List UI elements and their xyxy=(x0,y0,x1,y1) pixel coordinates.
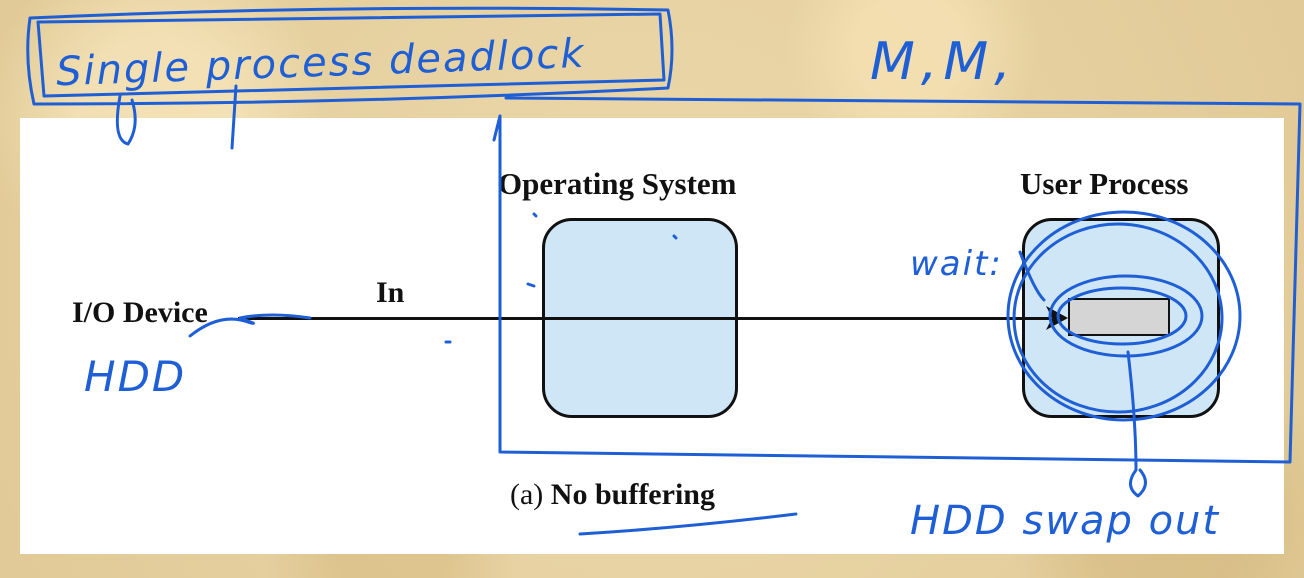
hdd-swap-out-note: HDD swap out xyxy=(910,498,1221,544)
flow-in-label: In xyxy=(376,276,405,309)
figure-caption: (a) No buffering xyxy=(510,478,715,512)
user-buffer-slot xyxy=(1068,298,1170,336)
caption-text: No buffering xyxy=(550,478,715,511)
hdd-note: HDD xyxy=(84,352,187,401)
arrow-head-icon xyxy=(1046,306,1068,330)
wait-note: wait: xyxy=(910,244,1003,284)
single-process-deadlock-note: Single process deadlock xyxy=(55,30,587,96)
operating-system-title: Operating System xyxy=(498,166,737,201)
caption-prefix: (a) xyxy=(510,478,544,511)
mm-note: M,M, xyxy=(870,32,1017,92)
user-process-title: User Process xyxy=(1020,166,1189,201)
data-flow-line xyxy=(238,317,1050,320)
io-device-label: I/O Device xyxy=(72,296,208,329)
